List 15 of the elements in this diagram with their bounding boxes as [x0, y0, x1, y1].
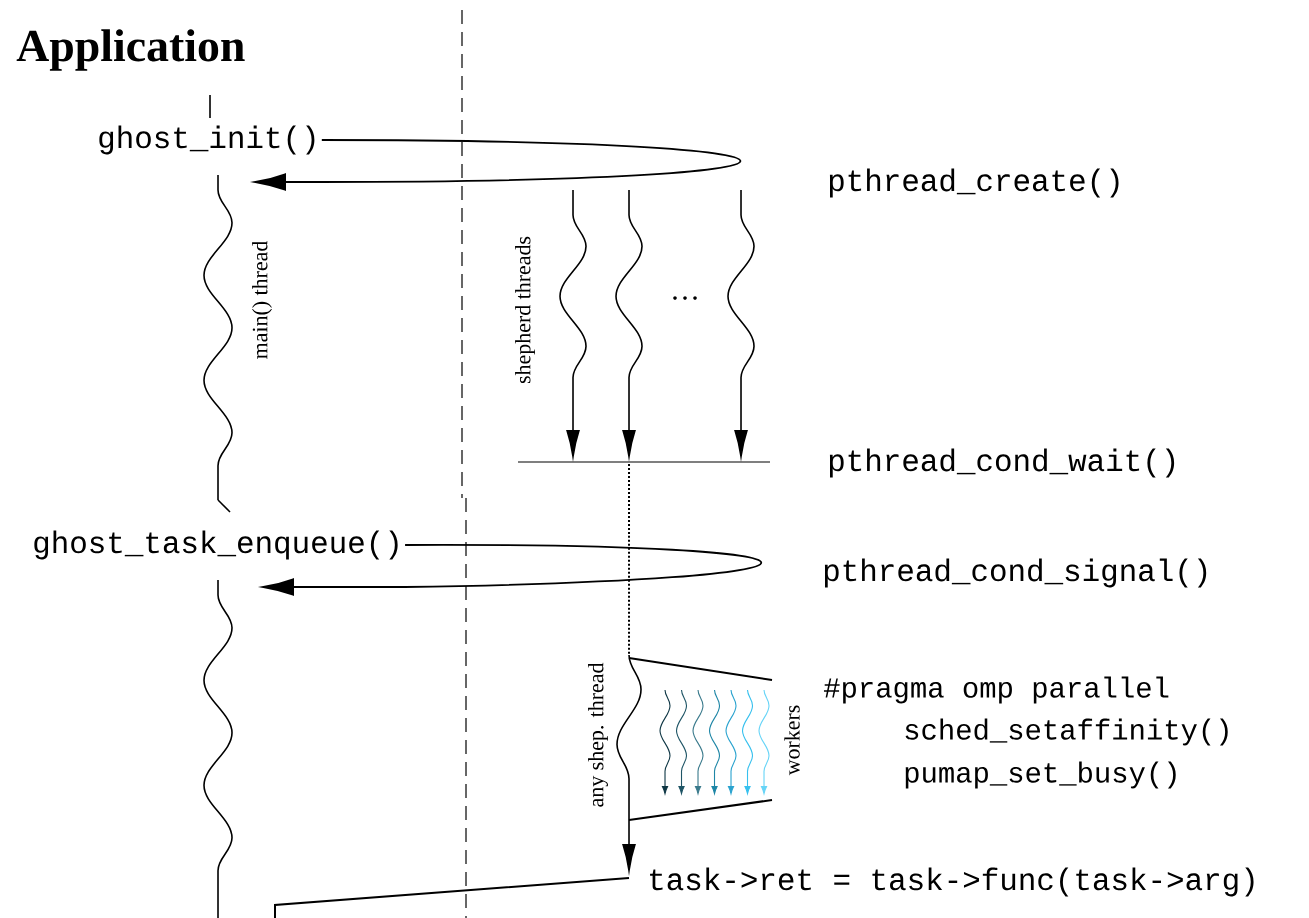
function-call: ghost_task_enqueue() [34, 530, 398, 560]
ellipsis: … [673, 296, 697, 300]
thread-label: any shep. thread [588, 662, 608, 807]
function-call: pthread_cond_wait() [829, 448, 1175, 478]
column-heading: Application [16, 29, 245, 71]
code-line: pumap_set_busy() [905, 761, 1176, 789]
thread-label: workers [784, 705, 800, 776]
function-call: pthread_cond_signal() [824, 558, 1207, 588]
code-line: sched_setaffinity() [905, 718, 1228, 746]
thread-label: shepherd threads [515, 236, 535, 384]
thread-label: main() thread [252, 240, 272, 359]
function-call: ghost_init() [99, 125, 315, 155]
code-line: #pragma omp parallel [824, 676, 1169, 704]
function-call: pthread_create() [829, 168, 1119, 198]
function-call: task->ret = task->func(task->arg) [650, 867, 1254, 897]
